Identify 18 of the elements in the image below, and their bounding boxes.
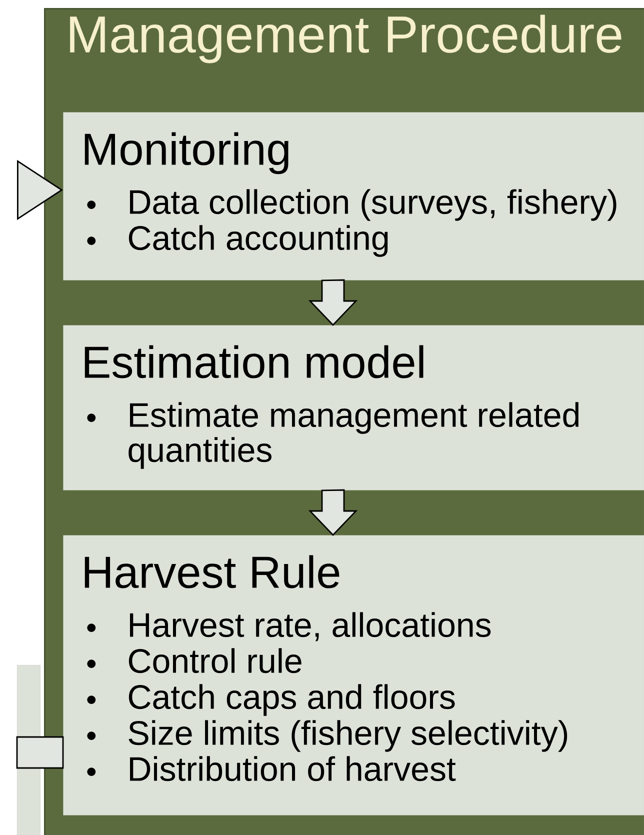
block-arrow: [308, 279, 358, 326]
bullet-item: Catch accounting: [87, 225, 388, 257]
process-box: [63, 112, 644, 280]
bullet-item: Size limits (fishery selectivity): [87, 720, 568, 752]
process-box: [63, 535, 644, 816]
box-heading: Estimation model: [84, 345, 424, 378]
block-arrow: [308, 489, 358, 536]
bullet-item: Estimate management related quantities: [87, 402, 578, 469]
panel-title: Management Procedure: [70, 14, 622, 64]
bullet-item: Control rule: [87, 648, 302, 674]
bullet-item: Distribution of harvest: [87, 756, 456, 782]
bullet-item: Data collection (surveys, fishery): [87, 189, 616, 221]
bullet-item: Harvest rate, allocations: [87, 612, 491, 642]
connector-bar: [16, 736, 64, 769]
box-heading: Monitoring: [84, 132, 288, 174]
box-heading: Harvest Rule: [84, 555, 340, 588]
process-box: [63, 325, 644, 490]
bullet-item: Catch caps and floors: [87, 684, 455, 716]
